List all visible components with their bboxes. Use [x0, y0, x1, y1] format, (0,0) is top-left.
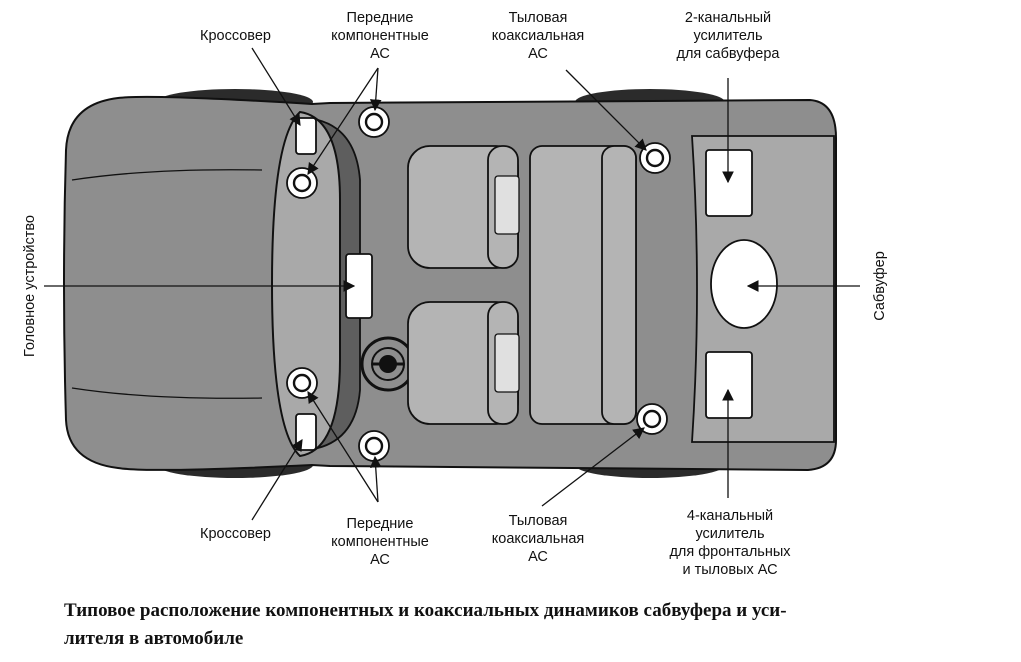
leader-crossover-top [251, 47, 301, 126]
car-body [63, 95, 837, 472]
leader-rear-top [565, 69, 647, 151]
amplifier-4ch [705, 351, 753, 419]
leader-front-top-b [369, 67, 382, 112]
label-amp-4ch: 4-канальный усилитель для фронтальных и … [669, 508, 791, 578]
leader-front-bottom-a [307, 391, 379, 503]
speaker-front-tweeter-bottom [286, 367, 318, 399]
label-subwoofer: Сабвуфер [872, 251, 888, 321]
label-crossover-top: Кроссовер [200, 28, 271, 44]
leader-front-bottom-b [369, 455, 382, 503]
leader-lines [44, 47, 860, 521]
rear-bench [529, 145, 637, 425]
windshield [270, 110, 341, 458]
speaker-rear-coax-bottom [636, 403, 668, 435]
label-head-unit: Головное устройство [22, 215, 38, 357]
hood-line-top [71, 169, 263, 181]
amplifier-2ch [705, 149, 753, 217]
speaker-front-tweeter-top [286, 167, 318, 199]
label-front-component-bottom: Передние компонентные АС [331, 516, 429, 568]
leader-crossover-bottom [251, 439, 303, 521]
leader-front-top-a [307, 67, 379, 175]
front-seat-right [407, 301, 520, 425]
figure-caption: Типовое расположение компонентных и коак… [64, 600, 787, 649]
crossover-top [295, 117, 317, 155]
label-front-component-top: Передние компонентные АС [331, 10, 429, 62]
steering-wheel [360, 336, 416, 392]
speaker-front-woofer-top [358, 106, 390, 138]
label-amp-2ch: 2-канальный усилитель для сабвуфера [676, 10, 780, 62]
subwoofer [710, 239, 778, 329]
speaker-rear-coax-top [639, 142, 671, 174]
label-rear-coax-top: Тыловая коаксиальная АС [491, 10, 585, 62]
car-audio-diagram [44, 47, 860, 521]
leader-rear-bottom [541, 427, 645, 507]
label-rear-coax-bottom: Тыловая коаксиальная АС [491, 513, 585, 565]
label-crossover-bottom: Кроссовер [200, 526, 271, 542]
speaker-front-woofer-bottom [358, 430, 390, 462]
front-seat-left [407, 145, 520, 269]
hood-line-bottom [71, 387, 263, 399]
